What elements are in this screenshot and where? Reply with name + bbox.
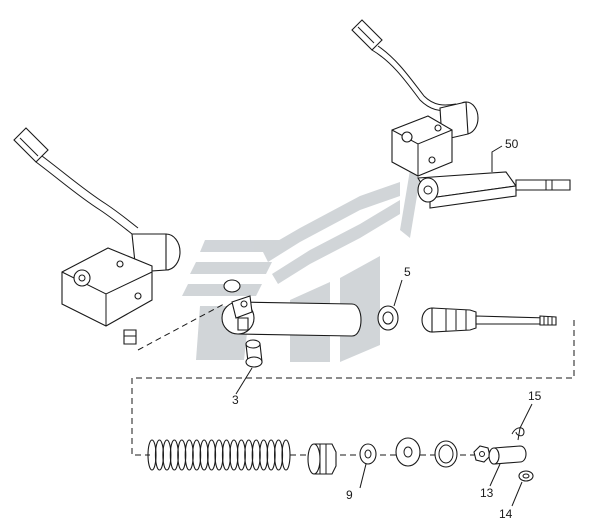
spring-coil xyxy=(162,439,172,471)
cylinder-assembly-50 xyxy=(351,19,571,209)
callout-3: 3 xyxy=(232,393,239,407)
spring-coil xyxy=(147,439,157,471)
piston-rod xyxy=(421,307,557,333)
bushing-3 xyxy=(245,339,263,368)
spring-coil xyxy=(214,439,224,471)
spring-coil xyxy=(266,439,276,471)
spring-coil xyxy=(207,439,217,471)
ring-14 xyxy=(518,470,534,482)
spring-coil xyxy=(169,439,179,471)
snap-ring xyxy=(434,440,458,468)
spring-guide xyxy=(307,443,337,475)
spring-coil xyxy=(236,439,246,471)
spring-coil xyxy=(177,439,187,471)
spring-coil xyxy=(184,439,194,471)
spring-coil xyxy=(221,439,231,471)
cylinder-tube xyxy=(221,279,362,337)
spring-coil xyxy=(251,439,261,471)
callout-15: 15 xyxy=(528,389,542,403)
valve-assembly-left xyxy=(13,127,181,345)
spring-coil xyxy=(281,439,291,471)
callout-13: 13 xyxy=(480,486,494,500)
spring-coil xyxy=(244,439,254,471)
callout-labels: 50 5 3 15 9 13 14 xyxy=(232,137,542,521)
callout-5: 5 xyxy=(404,265,411,279)
leader-lines xyxy=(235,145,533,507)
compression-spring xyxy=(147,439,291,471)
spring-coil xyxy=(259,439,269,471)
spring-coil xyxy=(199,439,209,471)
spring-coil xyxy=(192,439,202,471)
hex-nut xyxy=(473,445,491,463)
spring-coil xyxy=(229,439,239,471)
rod-end-13 xyxy=(488,445,527,465)
flat-washer xyxy=(395,437,421,467)
seal-ring-5 xyxy=(377,305,399,331)
callout-14: 14 xyxy=(499,507,513,521)
callout-50: 50 xyxy=(505,137,519,151)
callout-9: 9 xyxy=(346,488,353,502)
washer-9 xyxy=(359,443,377,465)
spring-coil xyxy=(154,439,164,471)
spring-coil xyxy=(274,439,284,471)
pin-15 xyxy=(511,427,525,437)
